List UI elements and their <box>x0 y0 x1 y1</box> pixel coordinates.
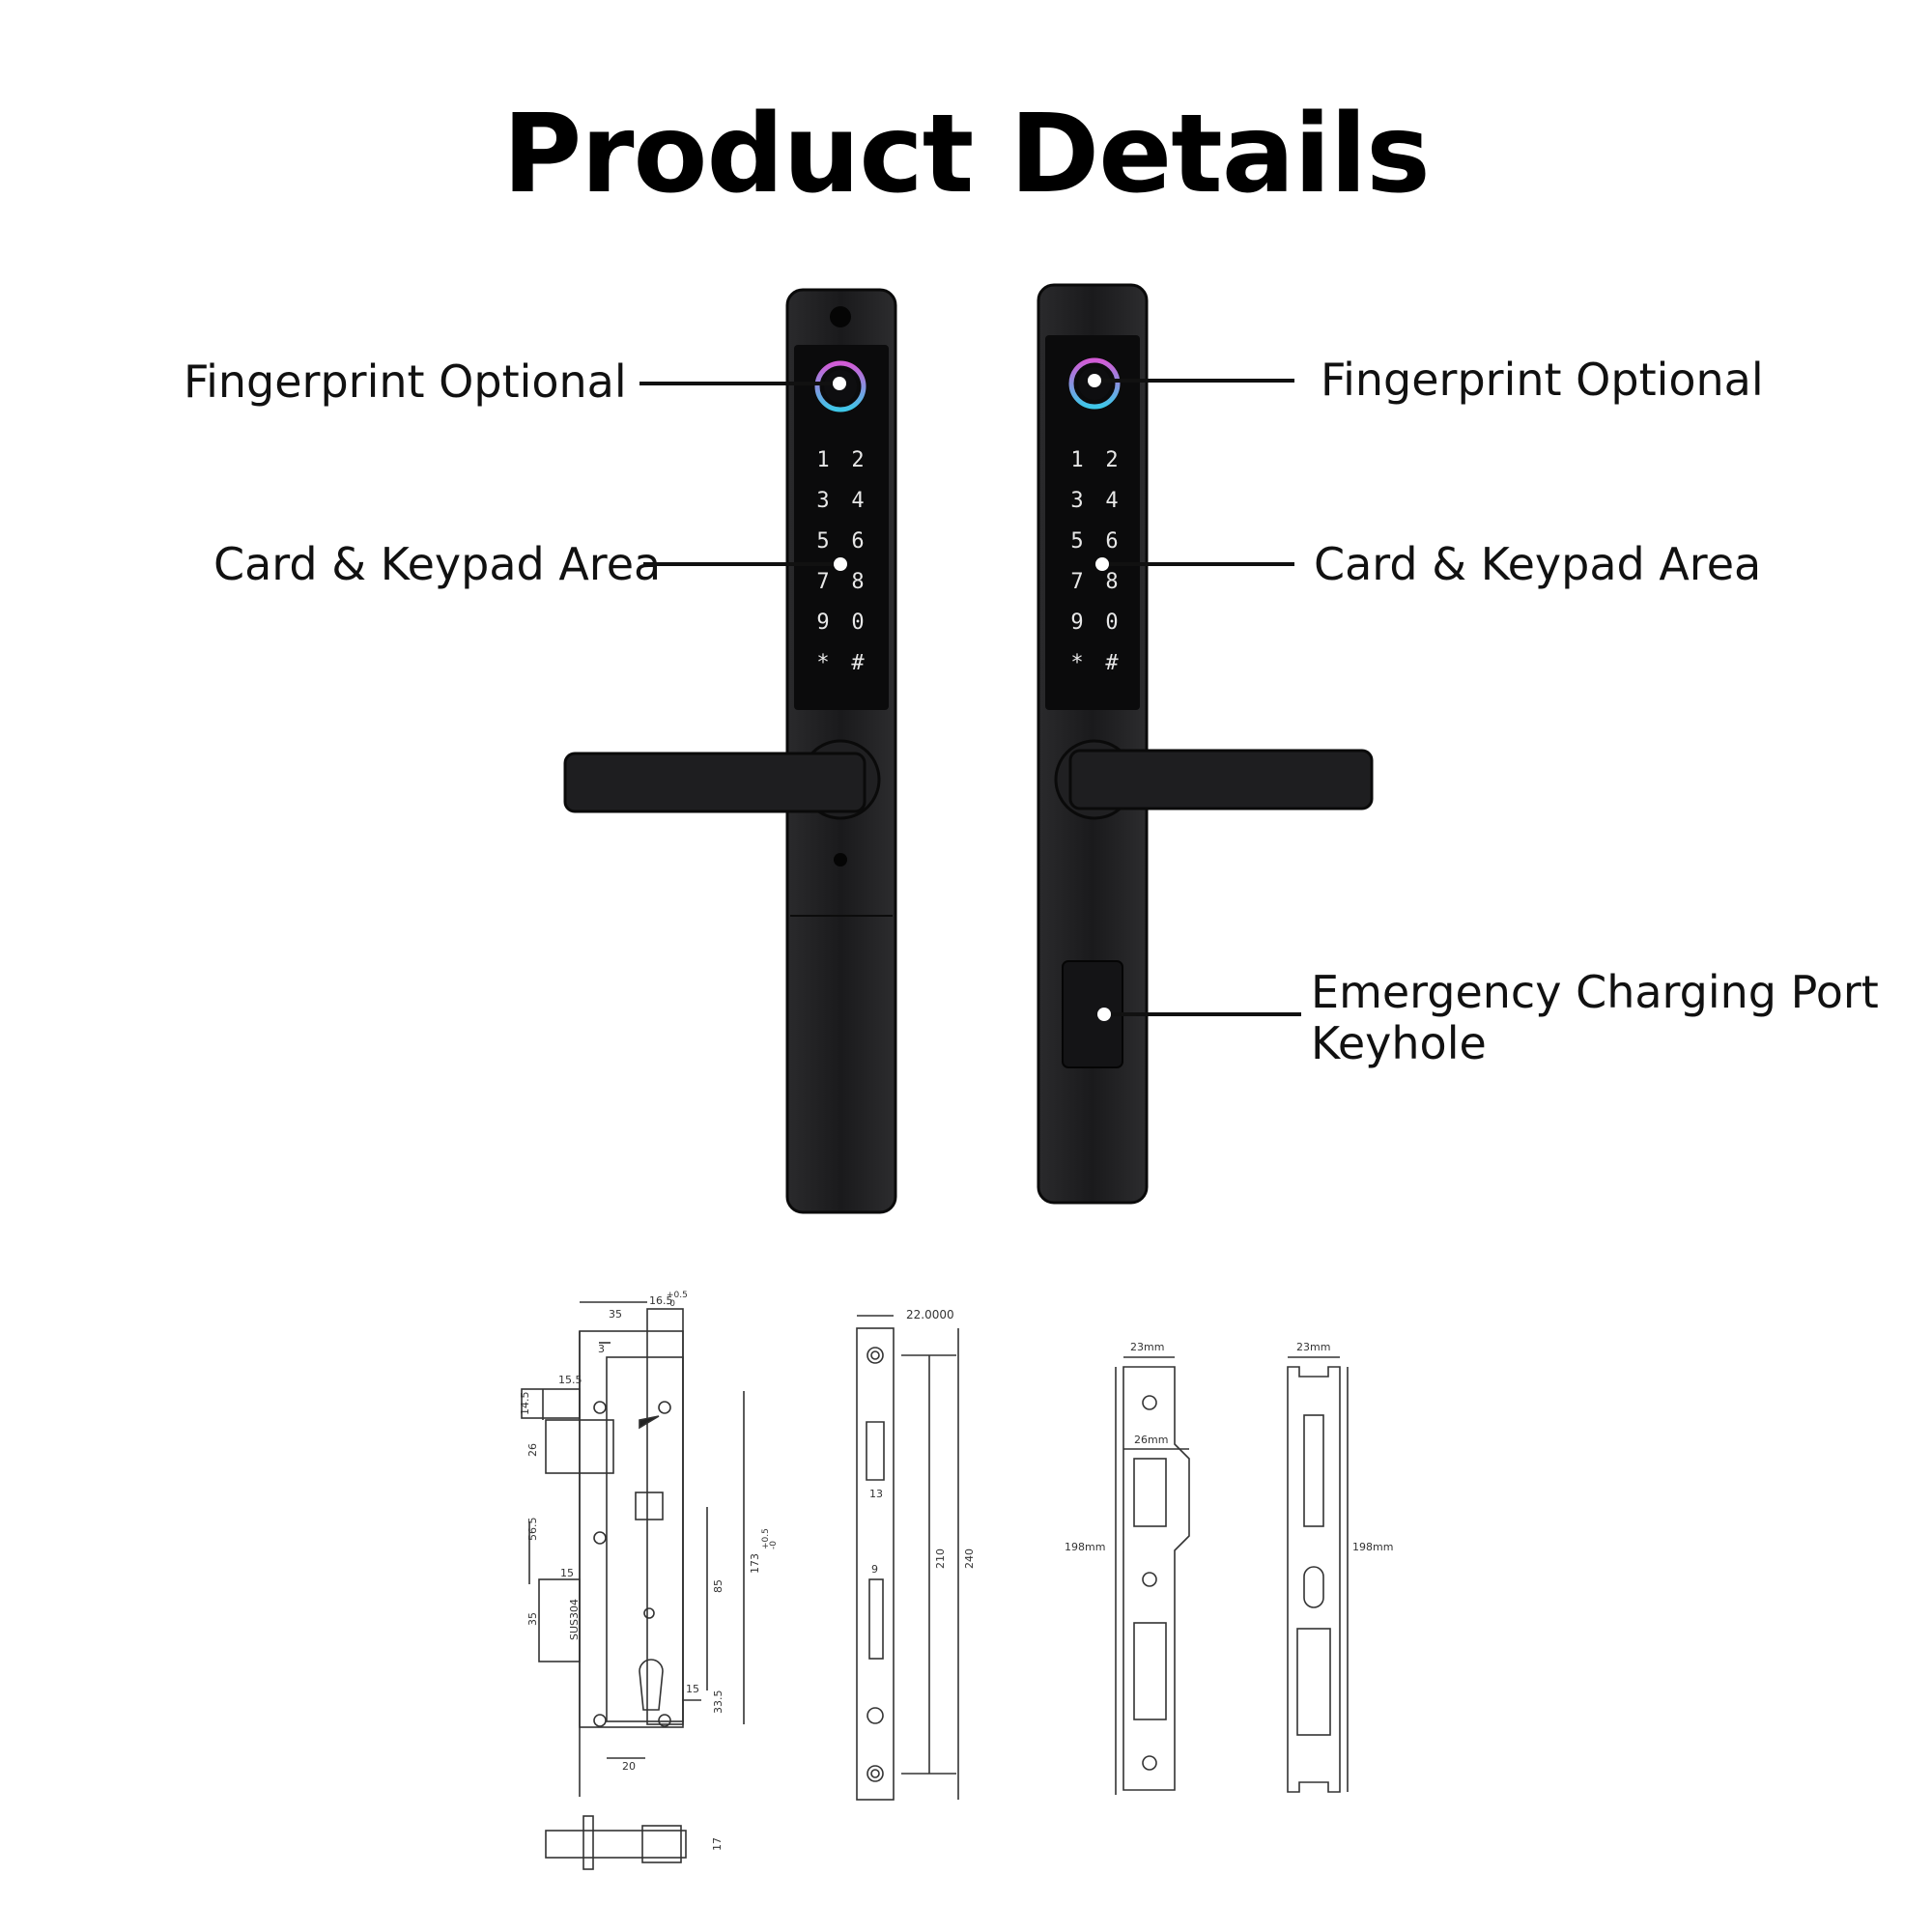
dimension-label: +0.5 <box>667 1291 688 1300</box>
faceplate-drawing <box>856 1315 959 1801</box>
keypad-key-0: 0 <box>1105 611 1118 635</box>
left-lever-handle <box>563 752 867 813</box>
keypad-key-*: * <box>1070 651 1083 675</box>
dimension-label: 198mm <box>1352 1541 1393 1553</box>
keypad-panel <box>794 345 889 710</box>
callout-dot-right-fingerprint <box>1088 374 1101 387</box>
dimension-label: 15.5 <box>558 1374 582 1386</box>
keypad-key-1: 1 <box>816 448 829 472</box>
dimension-label: 35 <box>526 1612 539 1626</box>
label-left-fingerprint: Fingerprint Optional <box>184 355 627 408</box>
keypad-key-7: 7 <box>816 570 829 594</box>
keypad-key-7: 7 <box>1070 570 1083 594</box>
dimension-label: 3 <box>598 1343 605 1355</box>
keypad-key-0: 0 <box>851 611 864 635</box>
dimension-label: SUS304 <box>568 1599 581 1640</box>
dimension-label: 15 <box>686 1683 699 1695</box>
fingerprint-sensor-icon <box>1068 357 1121 410</box>
right-lever-handle <box>1068 749 1374 810</box>
keypad-key-8: 8 <box>851 570 864 594</box>
callout-line-left-keypad <box>643 562 841 566</box>
strike-plate-b-dims: 23mm 198mm <box>1296 1341 1393 1553</box>
keypad-key-6: 6 <box>1105 529 1118 554</box>
keyhole-icon <box>834 853 847 867</box>
faceplate-dims: 22.0000 13 9 210 240 <box>869 1308 976 1576</box>
keypad-key-3: 3 <box>816 489 829 513</box>
mortise-dims: 35 16.5 +0.5 -0 3 15.5 14.5 26 56.5 15 3… <box>519 1291 779 1851</box>
keypad-key-*: * <box>816 651 829 675</box>
callout-dot-left-keypad <box>834 557 847 571</box>
keypad-key-1: 1 <box>1070 448 1083 472</box>
fingerprint-sensor-icon <box>814 360 867 412</box>
label-right-keypad: Card & Keypad Area <box>1314 538 1762 590</box>
callout-line-right-keypad <box>1101 562 1294 566</box>
dimension-label: 26 <box>526 1443 539 1457</box>
label-right-fingerprint: Fingerprint Optional <box>1321 354 1764 406</box>
strike-plate-b-drawing <box>1287 1356 1349 1793</box>
dimension-label: 13 <box>869 1488 883 1500</box>
dimension-label: 23mm <box>1130 1341 1164 1353</box>
dimension-label: 198mm <box>1065 1541 1105 1553</box>
callout-dot-right-keypad <box>1095 557 1109 571</box>
keypad-key-3: 3 <box>1070 489 1083 513</box>
dimension-label: 35 <box>609 1308 622 1321</box>
dimension-label: 85 <box>712 1579 724 1593</box>
callout-line-left-fingerprint <box>639 382 842 385</box>
label-right-port-line2: Keyhole <box>1311 1017 1487 1069</box>
dimension-label: 33.5 <box>712 1690 724 1715</box>
dimension-label: +0.5 <box>761 1528 771 1549</box>
strike-plate-a-drawing <box>1115 1356 1190 1795</box>
label-left-keypad: Card & Keypad Area <box>213 538 662 590</box>
dimension-label: 17 <box>711 1837 724 1851</box>
callout-dot-left-fingerprint <box>833 377 846 390</box>
dimension-label: -0 <box>667 1299 675 1309</box>
label-right-port-line1: Emergency Charging Port <box>1311 966 1879 1018</box>
dimension-label: 240 <box>963 1548 976 1569</box>
keypad-key-#: # <box>851 651 865 675</box>
callout-line-right-fingerprint <box>1092 379 1294 383</box>
dimension-label: 26mm <box>1134 1434 1168 1446</box>
dimension-label: 23mm <box>1296 1341 1330 1353</box>
keypad-key-9: 9 <box>816 611 829 635</box>
dimension-label: 22.0000 <box>906 1308 954 1321</box>
dimension-label: 56.5 <box>526 1518 539 1542</box>
dimension-label: 15 <box>560 1567 574 1579</box>
dimension-label: 20 <box>622 1760 636 1773</box>
mortise-drawing <box>521 1301 745 1870</box>
keypad-key-8: 8 <box>1105 570 1118 594</box>
dimension-label: -0 <box>769 1541 779 1549</box>
callout-dot-right-port <box>1097 1008 1111 1021</box>
dimension-label: 9 <box>871 1563 878 1576</box>
keypad-key-6: 6 <box>851 529 864 554</box>
keypad-key-2: 2 <box>851 448 864 472</box>
dimension-label: 16.5 <box>649 1294 673 1307</box>
callout-line-right-port <box>1103 1012 1301 1016</box>
keypad-key-4: 4 <box>1105 489 1118 513</box>
keypad-key-9: 9 <box>1070 611 1083 635</box>
keypad-key-#: # <box>1105 651 1119 675</box>
keypad-key-2: 2 <box>1105 448 1118 472</box>
page-title: Product Details <box>502 92 1431 217</box>
keypad-key-5: 5 <box>816 529 829 554</box>
keypad-key-5: 5 <box>1070 529 1083 554</box>
dimension-label: 173 <box>749 1553 761 1574</box>
strike-plate-a-dims: 23mm 26mm 198mm <box>1065 1341 1168 1553</box>
dimension-label: 14.5 <box>519 1392 531 1416</box>
camera-icon <box>830 306 851 327</box>
keypad-key-4: 4 <box>851 489 864 513</box>
dimension-label: 210 <box>934 1548 947 1569</box>
